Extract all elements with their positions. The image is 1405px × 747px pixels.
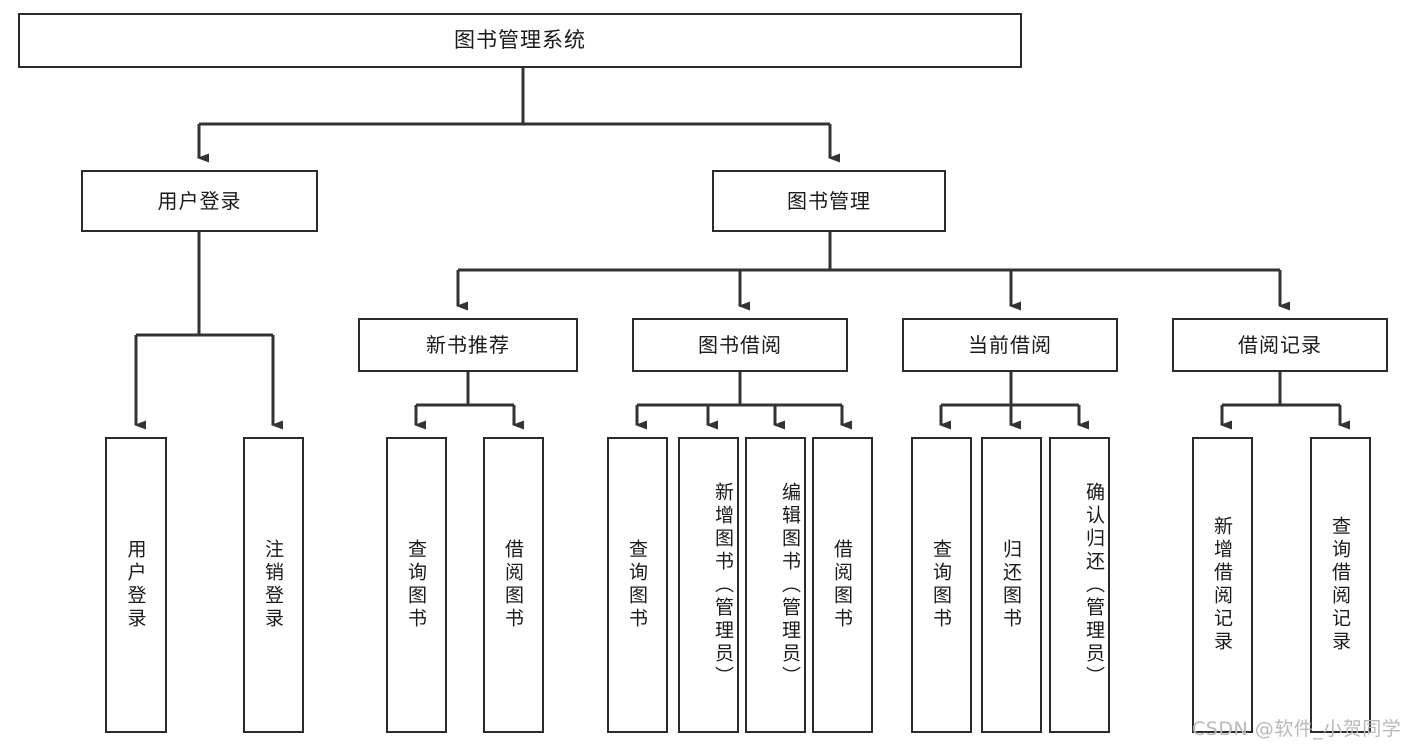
node-user-login[interactable]: 用户登录 [81,170,318,232]
node-book-management[interactable]: 图书管理 [712,170,946,232]
node-root[interactable]: 图书管理系统 [18,13,1022,68]
leaf-label: 确认归还（管理员） [1083,481,1105,689]
leaf-label: 借阅图书 [831,539,853,631]
leaf-return-book[interactable]: 归还图书 [981,437,1042,733]
leaf-query-borrow-record[interactable]: 查询借阅记录 [1310,437,1371,733]
leaf-label: 用户登录 [124,539,147,631]
node-new-book-recommend[interactable]: 新书推荐 [358,318,578,372]
leaf-label: 归还图书 [1000,539,1022,631]
leaf-borrow-book[interactable]: 借阅图书 [812,437,873,733]
leaf-label: 借阅图书 [502,539,524,631]
leaf-borrow-book-rec[interactable]: 借阅图书 [483,437,544,733]
leaf-user-logout[interactable]: 注销登录 [243,437,304,733]
node-borrow-record[interactable]: 借阅记录 [1172,318,1388,372]
leaf-label: 查询图书 [930,539,952,631]
leaf-confirm-return-admin[interactable]: 确认归还（管理员） [1049,437,1110,733]
leaf-label: 查询借阅记录 [1329,516,1351,654]
leaf-add-book-admin[interactable]: 新增图书（管理员） [678,437,739,733]
leaf-query-book-borrow[interactable]: 查询图书 [607,437,668,733]
node-book-borrow[interactable]: 图书借阅 [632,318,848,372]
leaf-label: 查询图书 [626,539,648,631]
leaf-label: 编辑图书（管理员） [779,481,801,689]
leaf-query-book-current[interactable]: 查询图书 [911,437,972,733]
leaf-label: 注销登录 [262,539,284,631]
leaf-label: 查询图书 [405,539,427,631]
leaf-label: 新增借阅记录 [1211,516,1233,654]
leaf-add-borrow-record[interactable]: 新增借阅记录 [1192,437,1253,733]
leaf-label: 新增图书（管理员） [712,481,734,689]
node-current-borrow[interactable]: 当前借阅 [902,318,1118,372]
leaf-edit-book-admin[interactable]: 编辑图书（管理员） [745,437,806,733]
leaf-query-book-rec[interactable]: 查询图书 [386,437,447,733]
leaf-user-login[interactable]: 用户登录 [105,437,167,733]
